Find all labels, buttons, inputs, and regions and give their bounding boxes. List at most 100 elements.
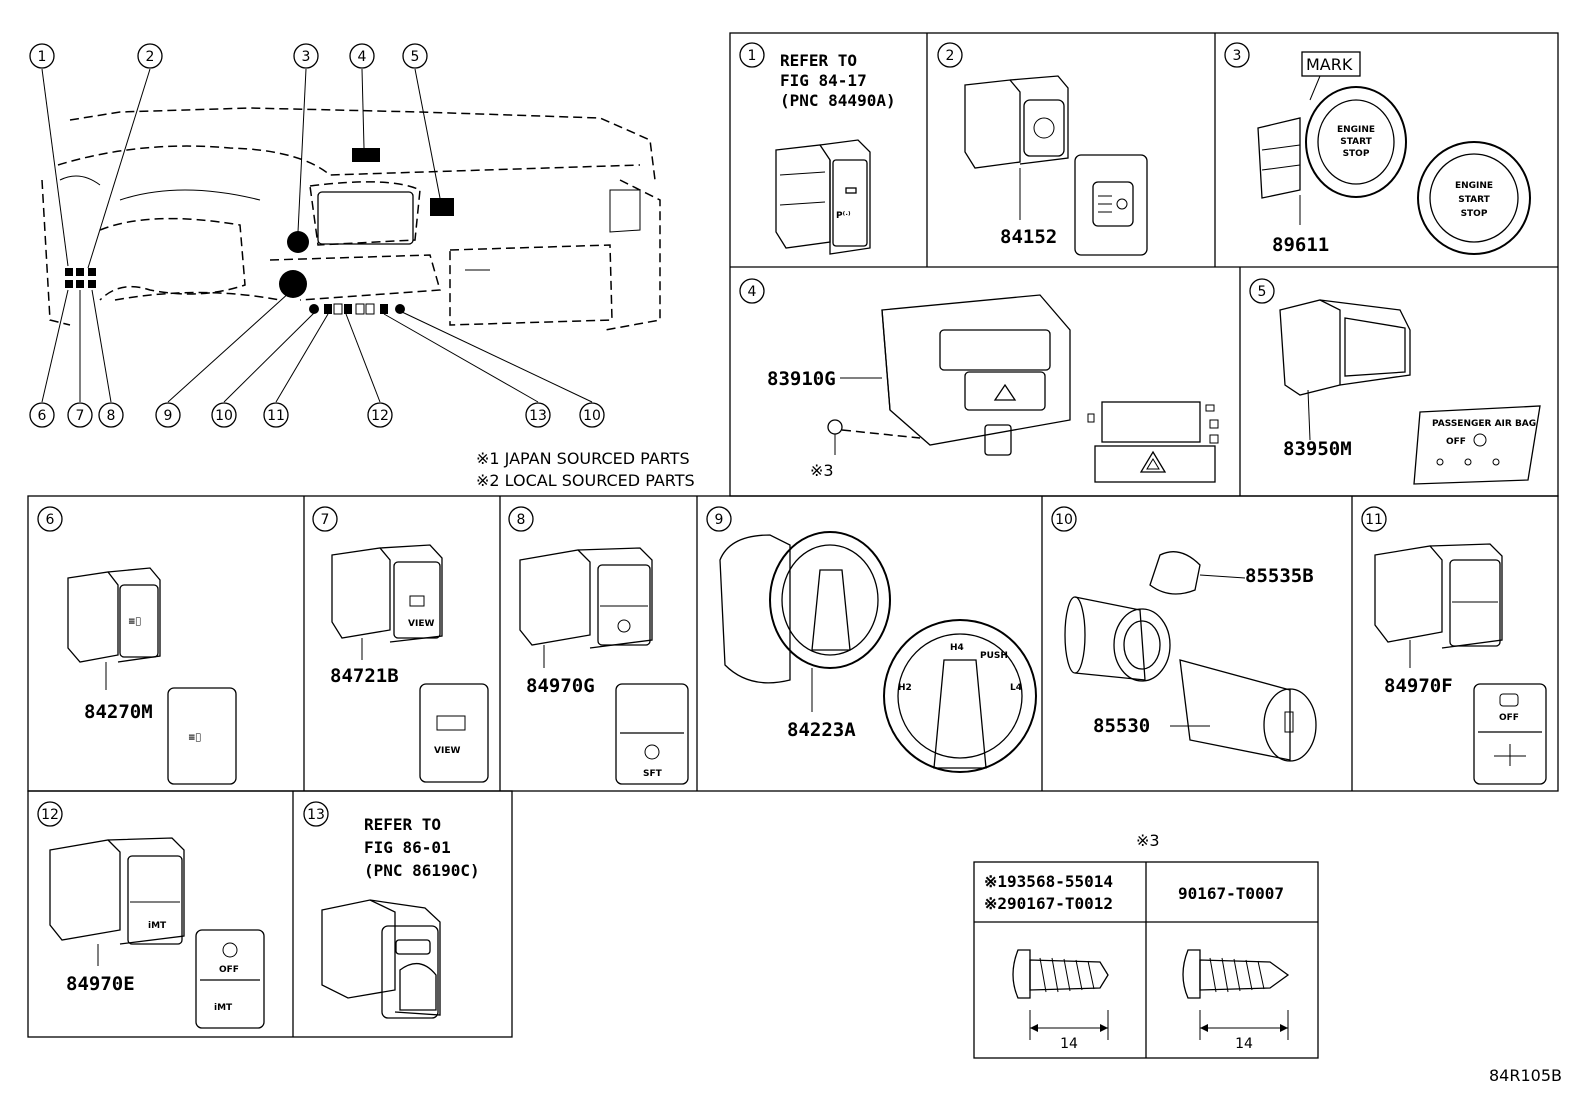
- part-84223A: 84223A: [787, 719, 856, 741]
- overview-callouts: [29, 43, 605, 428]
- 4wd-selector-drawing: [719, 531, 891, 712]
- part-84970G: 84970G: [526, 675, 595, 697]
- p-sensor-icon: P⁽ᐧ⁾: [836, 211, 851, 221]
- screw-1-drawing: 14: [1012, 949, 1109, 1052]
- callout-5: 5: [411, 49, 420, 65]
- panel-12: 12 iMT 84970E OFF iMT: [37, 801, 265, 1029]
- start-text-3: STOP: [1343, 149, 1370, 159]
- panel-8: 8 84970G SFT: [508, 506, 689, 785]
- panel-7: 7 VIEW 84721B VIEW: [312, 506, 489, 783]
- screw-table-header: ※3: [1136, 831, 1160, 850]
- panel-1-number: 1: [748, 48, 757, 64]
- panel-9-number: 9: [715, 512, 724, 528]
- screw-2-length: 14: [1235, 1036, 1253, 1052]
- callout-10b: 10: [583, 408, 601, 424]
- panel-2: 2 84152: [937, 42, 1148, 256]
- mark-label: MARK: [1306, 55, 1353, 74]
- panel-5-number: 5: [1258, 284, 1267, 300]
- panel-12-number: 12: [41, 807, 59, 823]
- callout-9: 9: [164, 408, 173, 424]
- traction-off-label: OFF: [1499, 713, 1519, 723]
- part-83910G: 83910G: [767, 368, 836, 390]
- screw-table: ※3 ※193568-55014 ※290167-T0012 90167-T00…: [973, 831, 1319, 1059]
- hazard-switch-panel-drawing: [827, 294, 1071, 456]
- hazard-icon-card: [1087, 401, 1219, 483]
- part-84721B: 84721B: [330, 665, 399, 687]
- panel-10-number: 10: [1055, 512, 1073, 528]
- note-japan-sourced: ※1 JAPAN SOURCED PARTS: [476, 449, 690, 468]
- callout-3: 3: [302, 49, 311, 65]
- airbag-label-card: PASSENGER AIR BAG OFF: [1413, 405, 1541, 485]
- panel-13-ref-line-1: REFER TO: [364, 815, 441, 834]
- knob-push: PUSH: [980, 651, 1008, 661]
- panel-10: 10 85535B 85530: [1051, 506, 1317, 762]
- panel-3-number: 3: [1233, 48, 1242, 64]
- defog-card-icon: ≡⃝: [188, 733, 201, 743]
- view-icon-card: [419, 683, 489, 783]
- callout-11: 11: [267, 408, 285, 424]
- callout-7: 7: [76, 408, 85, 424]
- dashboard-overview: 1 2 3 4 5 6 7 8 9 10 11 12 13 10 ※1 JAPA…: [29, 43, 695, 490]
- callout-6: 6: [38, 408, 47, 424]
- callout-8: 8: [107, 408, 116, 424]
- part-85530: 85530: [1093, 715, 1150, 737]
- sft-icon-card: [615, 683, 689, 785]
- traction-icon-card: [1473, 683, 1547, 785]
- imt-label-small: iMT: [148, 921, 167, 931]
- start-text-1: ENGINE: [1337, 125, 1375, 135]
- part-84152: 84152: [1000, 226, 1057, 248]
- defog-icon: ≡⃝: [128, 617, 141, 627]
- 4wd-selector-face: H4 PUSH L4 H2: [883, 619, 1037, 773]
- panel-3: 3 MARK ENGINE START STOP 89611 ENGINE ST…: [1224, 42, 1531, 256]
- headlight-leveling-switch-drawing: [964, 75, 1069, 220]
- airbag-label-title: PASSENGER AIR BAG: [1432, 419, 1536, 429]
- rear-defog-switch-drawing: ≡⃝: [67, 567, 161, 690]
- screw-part-japan: ※193568-55014: [984, 872, 1113, 891]
- face-text-1: ENGINE: [1455, 181, 1493, 191]
- panel-11-number: 11: [1365, 512, 1383, 528]
- callout-4: 4: [358, 49, 367, 65]
- airbag-label-off: OFF: [1446, 437, 1466, 447]
- panel-2-number: 2: [946, 48, 955, 64]
- defog-icon-card: [167, 687, 237, 785]
- panel-4-number: 4: [748, 284, 757, 300]
- screw-part-local: ※290167-T0012: [984, 894, 1113, 913]
- callout-10: 10: [215, 408, 233, 424]
- callout-12: 12: [371, 408, 389, 424]
- part-84270M: 84270M: [84, 701, 153, 723]
- engine-start-button-face: ENGINE START STOP: [1417, 141, 1531, 255]
- screw-1-length: 14: [1060, 1036, 1078, 1052]
- imt-off-label: OFF: [219, 965, 239, 975]
- panel-1: 1 REFER TO FIG 84-17 (PNC 84490A) P⁽ᐧ⁾: [739, 42, 896, 255]
- callout-2: 2: [146, 49, 155, 65]
- view-label: VIEW: [434, 746, 460, 756]
- panel-11: 11 84970F OFF: [1361, 506, 1547, 785]
- knob-h2: H2: [898, 683, 912, 693]
- view-switch-drawing: VIEW: [331, 544, 443, 660]
- screw-note-3: ※3: [810, 461, 834, 480]
- panel-13-number: 13: [307, 807, 325, 823]
- face-text-3: STOP: [1461, 209, 1488, 219]
- sft-switch-drawing: [519, 547, 653, 668]
- panel-6: 6 ≡⃝ 84270M ≡⃝: [37, 506, 237, 785]
- panel-13: 13 REFER TO FIG 86-01 (PNC 86190C): [303, 801, 480, 1019]
- headlight-level-icon-card: [1074, 154, 1148, 256]
- callout-1: 1: [38, 49, 47, 65]
- part-84970E: 84970E: [66, 973, 135, 995]
- panel-13-ref-line-3: (PNC 86190C): [364, 861, 480, 880]
- power-outlet-drawing: [1064, 551, 1317, 762]
- part-89611: 89611: [1272, 234, 1329, 256]
- panel-4: 4 83910G ※3: [739, 278, 1219, 483]
- panel-9: 9 84223A H4 PUSH L4 H2: [706, 506, 1037, 773]
- part-85535B: 85535B: [1245, 565, 1314, 587]
- engine-start-button-drawing: ENGINE START STOP: [1257, 86, 1407, 225]
- sft-label: SFT: [643, 769, 663, 779]
- part-83950M: 83950M: [1283, 438, 1352, 460]
- screw-2-drawing: 14: [1182, 949, 1290, 1052]
- panel-13-ref-line-2: FIG 86-01: [364, 838, 451, 857]
- imt-icon-card: [195, 929, 265, 1029]
- airbag-indicator-drawing: [1279, 299, 1411, 441]
- knob-l4: L4: [1010, 683, 1022, 693]
- figure-id: 84R105B: [1489, 1066, 1562, 1085]
- face-text-2: START: [1458, 195, 1490, 205]
